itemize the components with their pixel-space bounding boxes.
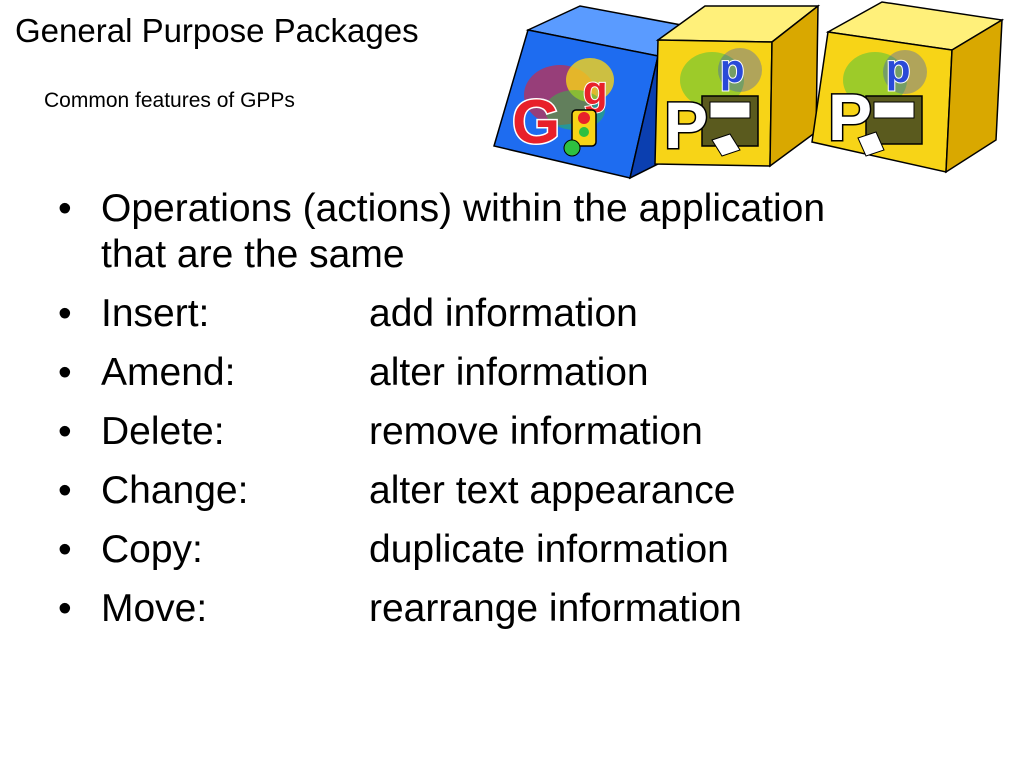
bullet-item: • Copy: duplicate information xyxy=(58,527,988,573)
bullet-dot: • xyxy=(58,351,72,394)
bullet-term: Move: xyxy=(101,587,208,630)
bullet-dot: • xyxy=(58,528,72,571)
bullet-description: add information xyxy=(369,292,638,335)
bullet-item: • Amend: alter information xyxy=(58,350,988,396)
publishing-cube-icon: P p xyxy=(811,1,1005,174)
bullet-item: • Delete: remove information xyxy=(58,409,988,455)
cube1-small-letter: g xyxy=(583,69,607,113)
slide-title: General Purpose Packages xyxy=(15,12,419,49)
bullet-item: • Move: rearrange information xyxy=(58,586,988,632)
bullet-description: alter information xyxy=(369,351,649,394)
bullet-item: • Insert: add information xyxy=(58,291,988,337)
bullet-intro-line1: Operations (actions) within the applicat… xyxy=(101,187,826,230)
slide-subtitle: Common features of GPPs xyxy=(44,89,295,112)
bullet-dot: • xyxy=(58,292,72,335)
bullet-term: Change: xyxy=(101,469,249,512)
gpp-cubes-clipart: G g P p xyxy=(493,1,1005,180)
bullet-dot: • xyxy=(58,410,72,453)
cube2-big-letter: P xyxy=(664,88,708,162)
bullet-dot: • xyxy=(58,187,72,230)
bullet-term: Copy: xyxy=(101,528,203,571)
bullet-intro: • Operations (actions) within the applic… xyxy=(58,186,988,278)
bullet-description: remove information xyxy=(369,410,703,453)
bullet-list: • Operations (actions) within the applic… xyxy=(58,186,988,645)
bullet-item: • Change: alter text appearance xyxy=(58,468,988,514)
bullet-dot: • xyxy=(58,469,72,512)
cube1-big-letter: G xyxy=(512,88,560,157)
bullet-description: duplicate information xyxy=(369,528,729,571)
bullet-intro-line2: that are the same xyxy=(101,233,405,276)
presentation-cube-icon: P p xyxy=(654,4,821,168)
bullet-dot: • xyxy=(58,587,72,630)
bullet-term: Amend: xyxy=(101,351,236,394)
bullet-term: Insert: xyxy=(101,292,210,335)
bullet-description: rearrange information xyxy=(369,587,742,630)
cube3-small-letter: p xyxy=(886,47,910,91)
bullet-description: alter text appearance xyxy=(369,469,736,512)
cube3-big-letter: P xyxy=(828,80,872,154)
cube2-small-letter: p xyxy=(720,47,744,91)
bullet-term: Delete: xyxy=(101,410,225,453)
